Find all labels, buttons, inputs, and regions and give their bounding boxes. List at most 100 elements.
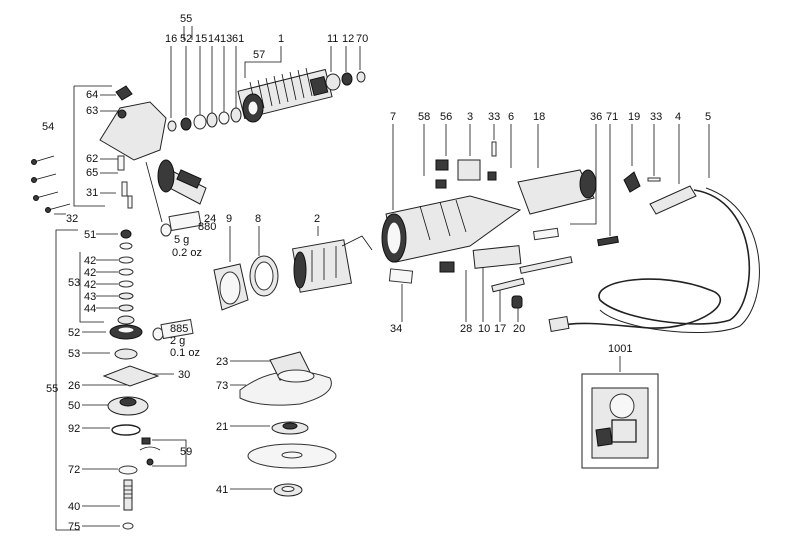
label-26: 26 — [68, 380, 80, 392]
cover-18 — [517, 169, 597, 215]
leader-55-left — [55, 229, 80, 531]
ring-8 — [249, 255, 279, 297]
switch-assembly — [439, 245, 573, 309]
label-1: 1 — [278, 33, 284, 45]
grease-880-amount: 5 g — [174, 234, 189, 246]
gasket-30 — [102, 365, 160, 387]
cord-sleeve-4 — [649, 185, 697, 215]
washer-stack — [117, 229, 135, 325]
o-ring-92 — [111, 424, 141, 436]
label-14: 14 — [208, 33, 220, 45]
label-55-left: 55 — [46, 383, 58, 395]
label-92: 92 — [68, 423, 80, 435]
label-57: 57 — [253, 49, 265, 61]
label-24: 24 — [204, 213, 216, 225]
label-7: 7 — [390, 111, 396, 123]
flange-21 — [271, 421, 309, 435]
label-64: 64 — [86, 89, 98, 101]
power-cord-5 — [548, 187, 760, 334]
label-4: 4 — [675, 111, 681, 123]
spindle-40 — [123, 479, 133, 511]
leaders-cord — [631, 124, 710, 184]
label-5: 5 — [705, 111, 711, 123]
leaders-36-71 — [570, 124, 611, 236]
label-54: 54 — [42, 121, 54, 133]
grinding-disc — [247, 443, 337, 469]
grease-885-oz: 0.1 oz — [170, 347, 200, 359]
label-50: 50 — [68, 400, 80, 412]
leader-24 — [145, 161, 163, 223]
label-65: 65 — [86, 167, 98, 179]
label-70: 70 — [356, 33, 368, 45]
label-plate-34 — [388, 268, 414, 284]
label-34: 34 — [390, 323, 402, 335]
label-55-top: 55 — [180, 13, 192, 25]
label-72: 72 — [68, 464, 80, 476]
label-40: 40 — [68, 501, 80, 513]
label-18: 18 — [533, 111, 545, 123]
bearing-flange-50 — [107, 396, 149, 416]
part-71 — [597, 235, 619, 247]
label-53-left: 53 — [68, 277, 80, 289]
leaders-left-group — [54, 85, 120, 215]
grease-880 — [160, 210, 202, 237]
label-12: 12 — [342, 33, 354, 45]
gear-head-housing — [99, 85, 167, 209]
leader-55-top — [183, 26, 193, 40]
label-30: 30 — [178, 369, 190, 381]
label-51: 51 — [84, 229, 96, 241]
label-15: 15 — [195, 33, 207, 45]
leaders-housing-top — [392, 124, 539, 210]
label-8: 8 — [255, 213, 261, 225]
grease-885 — [152, 318, 194, 341]
label-16: 16 — [165, 33, 177, 45]
label-1001: 1001 — [608, 343, 632, 355]
leaders-switch — [465, 260, 519, 322]
label-19: 19 — [628, 111, 640, 123]
label-2: 2 — [314, 213, 320, 225]
label-6: 6 — [508, 111, 514, 123]
small-components-top — [435, 141, 497, 189]
label-62: 62 — [86, 153, 98, 165]
motor-housing-7 — [381, 195, 522, 263]
leader-59 — [152, 439, 187, 467]
ring-75 — [122, 522, 134, 530]
label-23: 23 — [216, 356, 228, 368]
label-42a: 42 — [84, 255, 96, 267]
label-17: 17 — [494, 323, 506, 335]
label-11: 11 — [327, 33, 338, 45]
grease-885-code: 885 — [170, 323, 188, 335]
washer-72 — [118, 465, 138, 475]
flange-housing-9 — [213, 263, 249, 311]
label-32: 32 — [66, 213, 78, 225]
label-3: 3 — [467, 111, 473, 123]
label-52: 52 — [68, 327, 80, 339]
leaders-top-row — [170, 46, 361, 118]
label-9: 9 — [226, 213, 232, 225]
label-52-top: 52 — [180, 33, 192, 45]
grease-880-code: 880 — [198, 221, 216, 233]
label-44: 44 — [84, 303, 96, 315]
screw-33b — [647, 177, 661, 182]
shaft-small-parts — [167, 71, 366, 132]
label-31: 31 — [86, 187, 98, 199]
label-28: 28 — [460, 323, 472, 335]
clamping-nut-41 — [273, 483, 303, 497]
label-61: 61 — [232, 33, 244, 45]
spindle-lock-59 — [139, 437, 161, 466]
screws-left — [31, 155, 71, 213]
leaders-9-8-2 — [229, 226, 319, 262]
label-36: 36 — [590, 111, 602, 123]
side-handle — [157, 159, 207, 205]
label-73: 73 — [216, 380, 228, 392]
armature-rotor — [237, 67, 333, 123]
grease-880-oz: 0.2 oz — [172, 247, 202, 259]
field-stator-2 — [291, 235, 373, 293]
leaders-stack-washers — [79, 233, 118, 323]
gear-53 — [114, 348, 138, 360]
detail-box-1001 — [581, 373, 659, 469]
plate-36 — [532, 227, 560, 241]
grease-885-amount: 2 g — [170, 335, 185, 347]
